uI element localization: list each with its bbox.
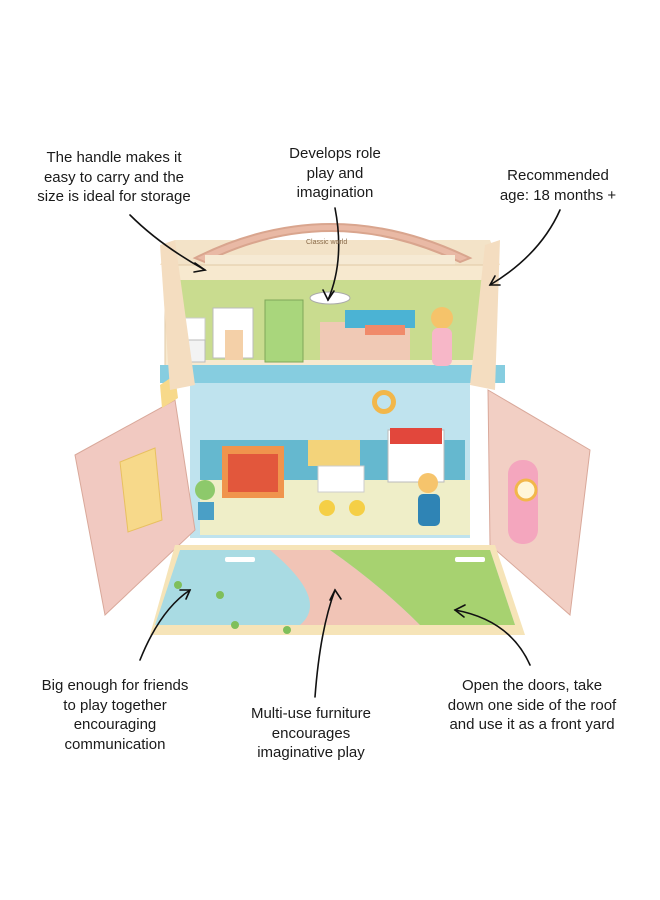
arrow-furniture <box>314 589 336 698</box>
lower-room <box>190 383 470 538</box>
left-door <box>74 375 196 616</box>
arrow-friends <box>139 589 191 661</box>
caption-handle: The handle makes it easy to carry and th… <box>37 149 191 205</box>
arrow-doors <box>454 609 531 666</box>
side-walls <box>160 240 500 390</box>
caption-furniture: Multi-use furniture encourages imaginati… <box>250 705 372 761</box>
brand-logo: Classic world <box>306 239 348 246</box>
callout-arrows <box>129 207 561 698</box>
arrow-age <box>489 209 561 286</box>
caption-role-play: Develops role play and imagination <box>289 145 381 201</box>
upper-furniture <box>174 291 453 366</box>
front-yard <box>150 545 525 635</box>
caption-doors: Open the doors, take down one side of th… <box>447 677 617 733</box>
right-door <box>487 389 591 616</box>
arrow-role <box>327 207 340 301</box>
caption-friends: Big enough for friends to play together … <box>41 677 189 753</box>
caption-age: Recommended age: 18 months + <box>499 167 617 204</box>
arrow-handle <box>129 214 206 271</box>
